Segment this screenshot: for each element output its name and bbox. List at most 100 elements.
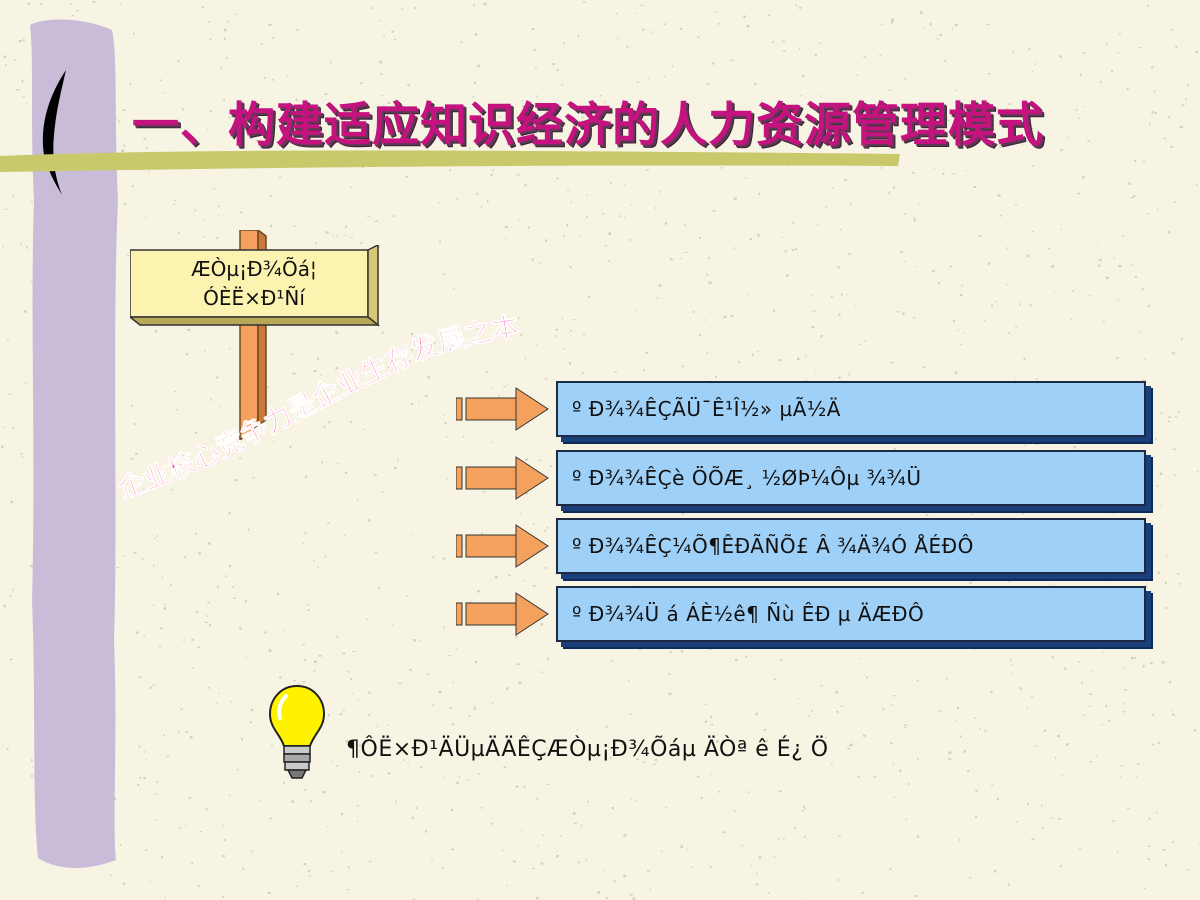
background-speckle — [743, 15, 746, 18]
background-speckle — [14, 58, 16, 61]
background-speckle — [1157, 208, 1159, 211]
background-speckle — [12, 194, 15, 197]
background-speckle — [799, 6, 802, 9]
background-speckle — [178, 730, 180, 733]
background-speckle — [452, 681, 454, 684]
background-speckle — [1187, 83, 1189, 87]
background-speckle — [545, 239, 548, 242]
background-speckle — [531, 258, 534, 261]
background-speckle — [561, 318, 563, 320]
background-speckle — [110, 874, 113, 877]
background-speckle — [791, 249, 795, 252]
background-speckle — [401, 7, 404, 10]
background-speckle — [899, 769, 902, 772]
background-speckle — [623, 875, 626, 878]
background-speckle — [1137, 440, 1140, 442]
background-speckle — [1147, 845, 1151, 848]
background-speckle — [680, 650, 683, 653]
background-speckle — [1027, 254, 1030, 258]
background-speckle — [611, 807, 614, 810]
background-speckle — [1149, 123, 1151, 126]
background-speckle — [643, 119, 646, 121]
background-speckle — [142, 558, 144, 560]
background-speckle — [614, 371, 617, 373]
background-speckle — [567, 189, 570, 191]
background-speckle — [866, 676, 868, 679]
background-speckle — [519, 512, 521, 515]
background-speckle — [133, 423, 137, 425]
background-speckle — [1067, 136, 1069, 139]
background-speckle — [1021, 573, 1024, 576]
background-speckle — [225, 575, 228, 577]
background-speckle — [20, 452, 23, 456]
background-speckle — [21, 456, 24, 459]
background-speckle — [194, 454, 197, 457]
background-speckle — [532, 867, 535, 870]
background-speckle — [307, 604, 310, 606]
background-speckle — [1164, 863, 1168, 867]
background-speckle — [636, 758, 639, 760]
background-speckle — [585, 645, 588, 648]
background-speckle — [516, 174, 520, 176]
background-speckle — [411, 816, 415, 819]
background-speckle — [626, 45, 629, 48]
background-speckle — [916, 266, 918, 268]
background-speckle — [1116, 357, 1119, 360]
background-speckle — [581, 116, 584, 119]
background-speckle — [542, 834, 544, 836]
background-speckle — [374, 552, 378, 554]
background-speckle — [831, 103, 833, 107]
background-speckle — [751, 353, 754, 357]
background-speckle — [1111, 512, 1114, 514]
background-speckle — [138, 676, 142, 679]
background-speckle — [499, 116, 503, 118]
background-speckle — [123, 555, 126, 557]
background-speckle — [918, 202, 920, 204]
background-speckle — [1122, 710, 1125, 713]
background-speckle — [518, 681, 522, 684]
background-speckle — [803, 805, 805, 808]
background-speckle — [203, 219, 205, 222]
background-speckle — [1150, 66, 1154, 69]
background-speckle — [303, 789, 307, 791]
background-speckle — [741, 844, 743, 847]
background-speckle — [350, 420, 352, 424]
background-speckle — [228, 348, 231, 350]
background-speckle — [228, 512, 231, 515]
background-speckle — [850, 743, 853, 747]
background-speckle — [523, 786, 526, 788]
background-speckle — [560, 835, 562, 837]
background-speckle — [848, 252, 852, 255]
background-speckle — [18, 40, 22, 43]
background-speckle — [478, 773, 480, 775]
background-speckle — [767, 892, 770, 894]
background-speckle — [948, 751, 952, 754]
background-speckle — [1137, 763, 1140, 766]
right-arrow-icon — [456, 456, 549, 500]
background-speckle — [304, 532, 307, 534]
background-speckle — [158, 645, 162, 647]
background-speckle — [417, 401, 420, 403]
background-speckle — [516, 663, 520, 666]
background-speckle — [754, 83, 757, 86]
background-speckle — [562, 42, 565, 45]
background-speckle — [308, 869, 311, 873]
background-speckle — [802, 809, 804, 812]
background-speckle — [1185, 98, 1187, 101]
background-speckle — [891, 21, 894, 24]
background-speckle — [791, 110, 794, 112]
background-speckle — [7, 747, 9, 751]
background-speckle — [342, 652, 346, 655]
background-speckle — [879, 54, 882, 56]
background-speckle — [874, 145, 878, 148]
background-speckle — [405, 176, 408, 178]
background-speckle — [149, 686, 152, 689]
background-speckle — [210, 398, 212, 401]
background-speckle — [123, 144, 125, 147]
background-speckle — [1120, 765, 1123, 767]
background-speckle — [70, 3, 72, 5]
background-speckle — [314, 660, 317, 664]
background-speckle — [376, 725, 379, 728]
background-speckle — [1023, 357, 1026, 360]
background-speckle — [623, 184, 626, 186]
